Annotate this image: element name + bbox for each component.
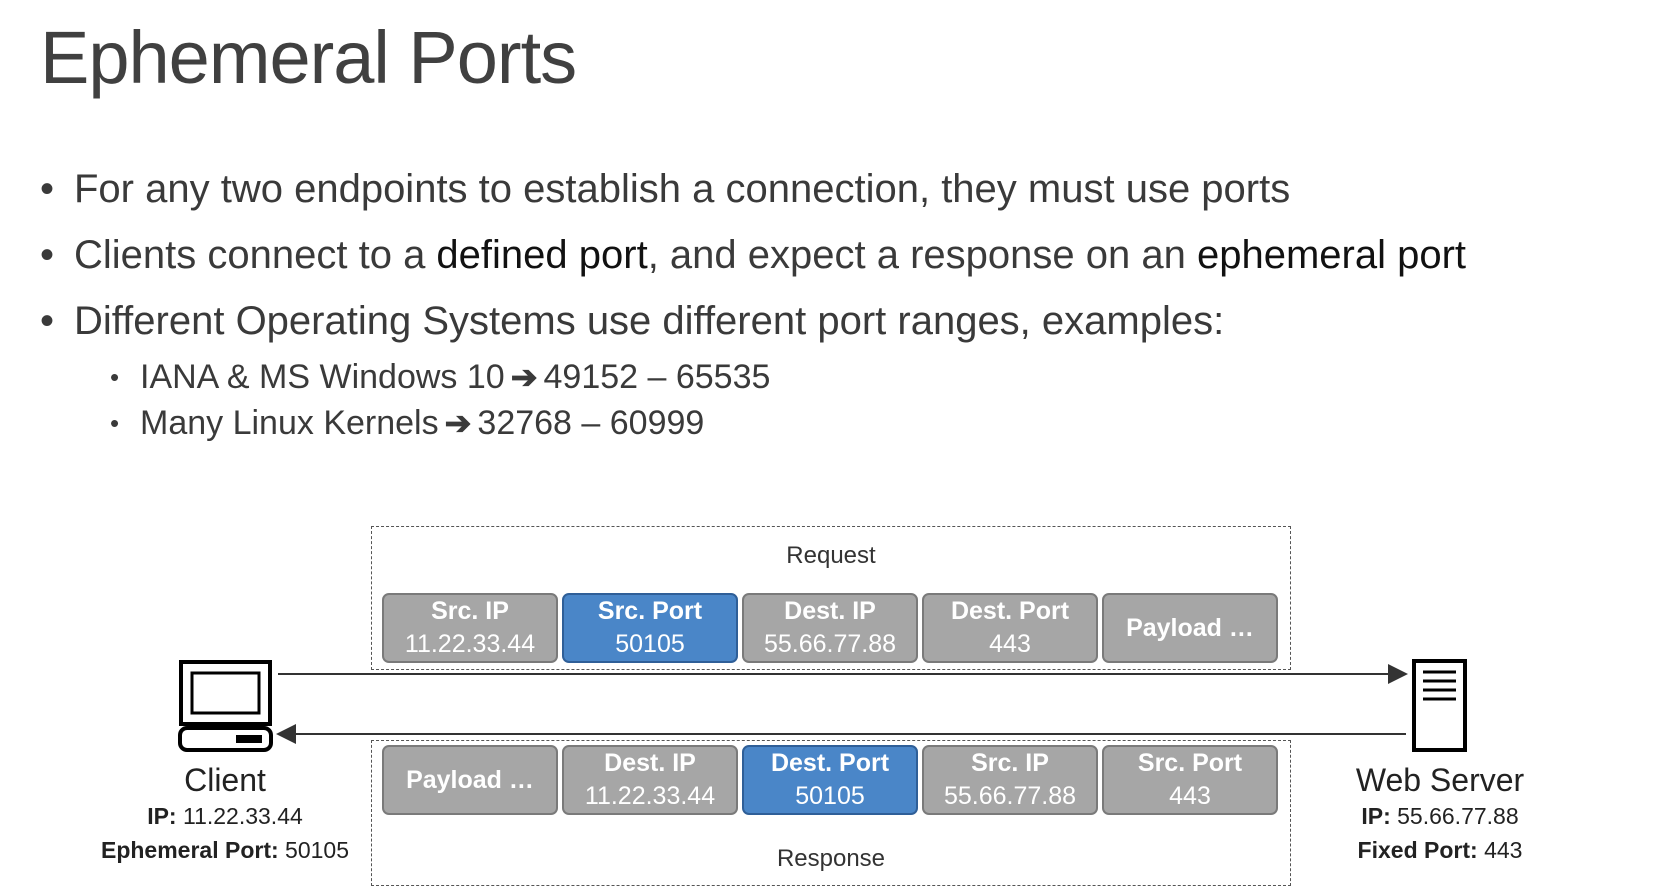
packet-field: Src. Port 443: [1102, 745, 1278, 815]
packet-field: Payload …: [1102, 593, 1278, 663]
server-label: Web Server IP: 55.66.77.88 Fixed Port: 4…: [1330, 762, 1550, 867]
field-value: 11.22.33.44: [404, 630, 536, 658]
bullet-item: For any two endpoints to establish a con…: [40, 156, 1466, 222]
port-range: 49152 – 65535: [543, 358, 771, 396]
packet-field-highlighted: Src. Port 50105: [562, 593, 738, 663]
field-name: Payload …: [1126, 613, 1254, 642]
field-value: 55.66.77.88: [943, 782, 1077, 810]
server-port: Fixed Port: 443: [1357, 837, 1523, 863]
field-name: Src. Port: [1137, 749, 1243, 777]
field-name: Dest. Port: [950, 597, 1070, 625]
arrow-right-icon: ➔: [444, 405, 472, 441]
field-value: 55.66.77.88: [763, 630, 897, 658]
packet-field: Src. IP 11.22.33.44: [382, 593, 558, 663]
bullet-list: For any two endpoints to establish a con…: [40, 156, 1466, 446]
client-ip: IP: 11.22.33.44: [147, 803, 303, 829]
packet-field: Dest. Port 443: [922, 593, 1098, 663]
response-label: Response: [776, 845, 886, 872]
request-group: Request: [371, 526, 1291, 670]
bullet-emphasis: defined port: [436, 233, 648, 277]
bullet-item: Different Operating Systems use differen…: [40, 288, 1466, 354]
bullet-item: Clients connect to a defined port, and e…: [40, 222, 1466, 288]
field-value: 11.22.33.44: [584, 782, 716, 810]
bullet-text: For any two endpoints to establish a con…: [74, 167, 1291, 211]
computer-icon: [178, 660, 273, 752]
sub-bullet-item: Many Linux Kernels➔32768 – 60999: [40, 400, 1466, 446]
field-value: 443: [989, 630, 1031, 658]
response-group: Response: [371, 740, 1291, 886]
request-packet: Src. IP 11.22.33.44 Src. Port 50105 Dest. …: [382, 593, 1278, 663]
field-name: Src. IP: [971, 749, 1049, 777]
arrow-right-icon: ➔: [510, 359, 538, 395]
slide-title: Ephemeral Ports: [40, 16, 577, 99]
response-packet: Payload … Dest. IP 11.22.33.44 Dest. Port…: [382, 745, 1278, 815]
os-name: Many Linux Kernels: [140, 404, 439, 442]
server-icon: [1412, 659, 1467, 752]
field-name: Payload …: [406, 765, 534, 794]
sub-bullet-item: IANA & MS Windows 10➔49152 – 65535: [40, 354, 1466, 400]
os-name: IANA & MS Windows 10: [140, 358, 505, 396]
client-port: Ephemeral Port: 50105: [100, 837, 349, 863]
field-name: Dest. Port: [770, 749, 890, 777]
packet-field: Src. IP 55.66.77.88: [922, 745, 1098, 815]
packet-field-highlighted: Dest. Port 50105: [742, 745, 918, 815]
field-name: Dest. IP: [784, 597, 876, 625]
bullet-text: Clients connect to a: [74, 233, 437, 277]
field-value: 443: [1169, 782, 1211, 810]
packet-field: Dest. IP 11.22.33.44: [562, 745, 738, 815]
port-range: 32768 – 60999: [477, 404, 705, 442]
request-label: Request: [786, 542, 876, 569]
packet-field: Payload …: [382, 745, 558, 815]
field-name: Src. IP: [431, 597, 509, 625]
server-ip: IP: 55.66.77.88: [1361, 803, 1519, 829]
bullet-text: Different Operating Systems use differen…: [74, 299, 1225, 343]
client-name: Client: [184, 762, 266, 798]
bullet-text: , and expect a response on an: [647, 233, 1197, 277]
field-name: Src. Port: [597, 597, 703, 625]
field-value: 50105: [795, 782, 865, 810]
field-value: 50105: [615, 630, 685, 658]
client-label: Client IP: 11.22.33.44 Ephemeral Port: 5…: [85, 762, 365, 867]
field-name: Dest. IP: [604, 749, 696, 777]
server-name: Web Server: [1355, 762, 1525, 798]
packet-field: Dest. IP 55.66.77.88: [742, 593, 918, 663]
bullet-emphasis: ephemeral port: [1196, 233, 1467, 277]
